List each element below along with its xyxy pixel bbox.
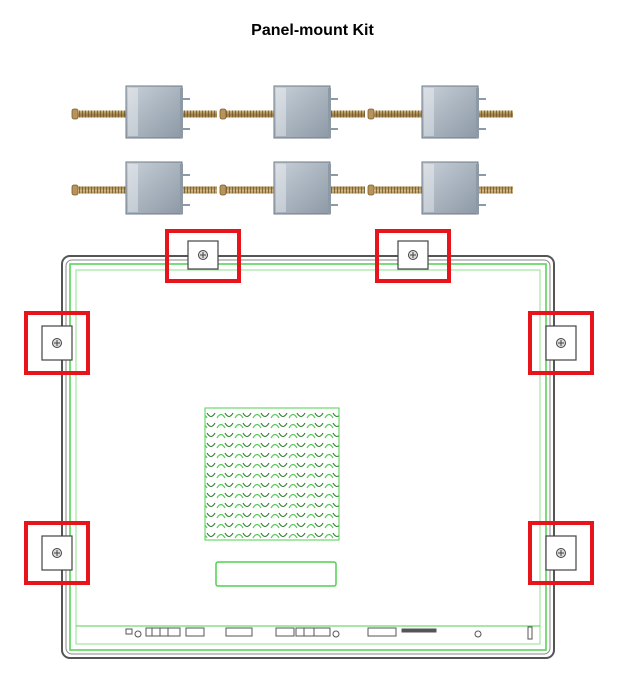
panel-mount-screw [219,161,365,215]
bracket-slot-left [24,521,90,585]
panel-mount-screw [71,85,217,139]
bracket-slots [24,229,594,585]
panel-outer-frame [61,255,555,659]
highlight-box [528,311,594,375]
io-connectors [125,626,533,640]
highlight-box [24,311,90,375]
panel-back-view [24,229,594,659]
panel-inner-frame [65,259,551,655]
bracket-slot-top [165,229,241,283]
panel-green-outline [69,263,547,651]
bracket-slot-right [528,311,594,375]
panel-mount-screw [71,161,217,215]
bracket-slot-top [375,229,451,283]
highlight-box [165,229,241,283]
highlight-box [24,521,90,585]
label-plate [215,561,337,587]
panel-green-inner-outline [75,269,541,645]
diagram-title: Panel-mount Kit [251,22,374,39]
panel-mount-screw [367,161,513,215]
highlight-box [375,229,451,283]
bracket-slot-left [24,311,90,375]
panel-mount-screw [367,85,513,139]
screw-kit [71,85,513,215]
bracket-slot-right [528,521,594,585]
vent-grille [204,407,340,541]
highlight-box [528,521,594,585]
panel-mount-screw [219,85,365,139]
